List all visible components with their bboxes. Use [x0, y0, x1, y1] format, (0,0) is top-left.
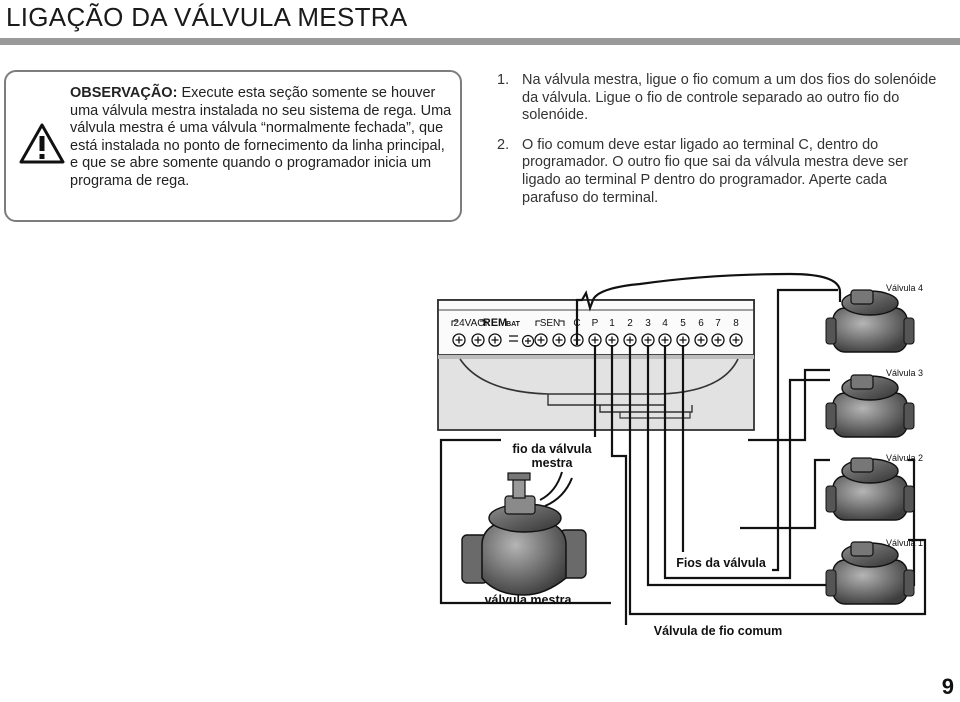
- terminal-8-label: 8: [733, 318, 739, 329]
- master-valve-label: válvula mestra: [485, 593, 573, 607]
- step-item: 2. O fio comum deve estar ligado ao term…: [497, 137, 947, 207]
- terminal-24vac-label: 24VAC: [454, 318, 485, 329]
- title-rule: [0, 38, 960, 45]
- warning-triangle-icon: [19, 123, 65, 164]
- terminal-p-label: P: [592, 318, 599, 329]
- master-wire-label-line2: mestra: [532, 456, 574, 470]
- valve-4-label: Válvula 4: [886, 283, 923, 293]
- terminal-rem-label: REM: [483, 317, 507, 329]
- page-number: 9: [941, 674, 954, 699]
- wire-bundle: [439, 272, 927, 625]
- zone-valve-2: Válvula 2: [825, 453, 923, 521]
- terminal-3-label: 3: [645, 318, 651, 329]
- note-label: OBSERVAÇÃO:: [70, 85, 178, 101]
- step-number: 1.: [497, 72, 510, 88]
- valve-wires-label-bg: [670, 552, 772, 574]
- terminal-2-label: 2: [627, 318, 633, 329]
- step-text: Na válvula mestra, ligue o fio comum a u…: [522, 72, 937, 124]
- step-text: O fio comum deve estar ligado ao termina…: [522, 136, 909, 206]
- instruction-steps: 1. Na válvula mestra, ligue o fio comum …: [497, 72, 947, 219]
- step-item: 1. Na válvula mestra, ligue o fio comum …: [497, 72, 947, 125]
- zone-valve-4: Válvula 4: [825, 283, 923, 353]
- master-valve: [461, 471, 587, 596]
- note-box: OBSERVAÇÃO: Execute esta seção somente s…: [4, 70, 462, 222]
- terminal-7-label: 7: [715, 318, 721, 329]
- valve-3-label: Válvula 3: [886, 368, 923, 378]
- terminal-labels: 24VAC REM BAT SEN C P 1 2 3 4 5 6 7 8: [451, 317, 739, 329]
- terminal-6-label: 6: [698, 318, 704, 329]
- master-wire-label-bg: [501, 437, 603, 470]
- terminal-5-label: 5: [680, 318, 686, 329]
- terminal-1-label: 1: [609, 318, 615, 329]
- terminal-4-label: 4: [662, 318, 668, 329]
- valve-wires-label: Fios da válvula: [676, 556, 767, 570]
- terminal-bat-label: BAT: [506, 321, 521, 328]
- step-number: 2.: [497, 136, 510, 153]
- valve-2-label: Válvula 2: [886, 453, 923, 463]
- terminal-screws: [452, 333, 743, 348]
- terminal-sen-label: SEN: [540, 318, 561, 329]
- zone-valve-1: Válvula 1: [825, 538, 923, 605]
- common-wire-label: Válvula de fio comum: [654, 624, 783, 638]
- valve-1-label: Válvula 1: [886, 538, 923, 548]
- zone-valve-3: Válvula 3: [825, 368, 923, 438]
- note-text: OBSERVAÇÃO: Execute esta seção somente s…: [70, 85, 452, 191]
- master-wire-label-line1: fio da válvula: [512, 442, 592, 456]
- wiring-diagram: 24VAC REM BAT SEN C P 1 2 3 4 5 6 7 8: [437, 272, 927, 638]
- page-title: LIGAÇÃO DA VÁLVULA MESTRA: [6, 2, 408, 32]
- note-body: Execute esta seção somente se houver uma…: [70, 85, 452, 189]
